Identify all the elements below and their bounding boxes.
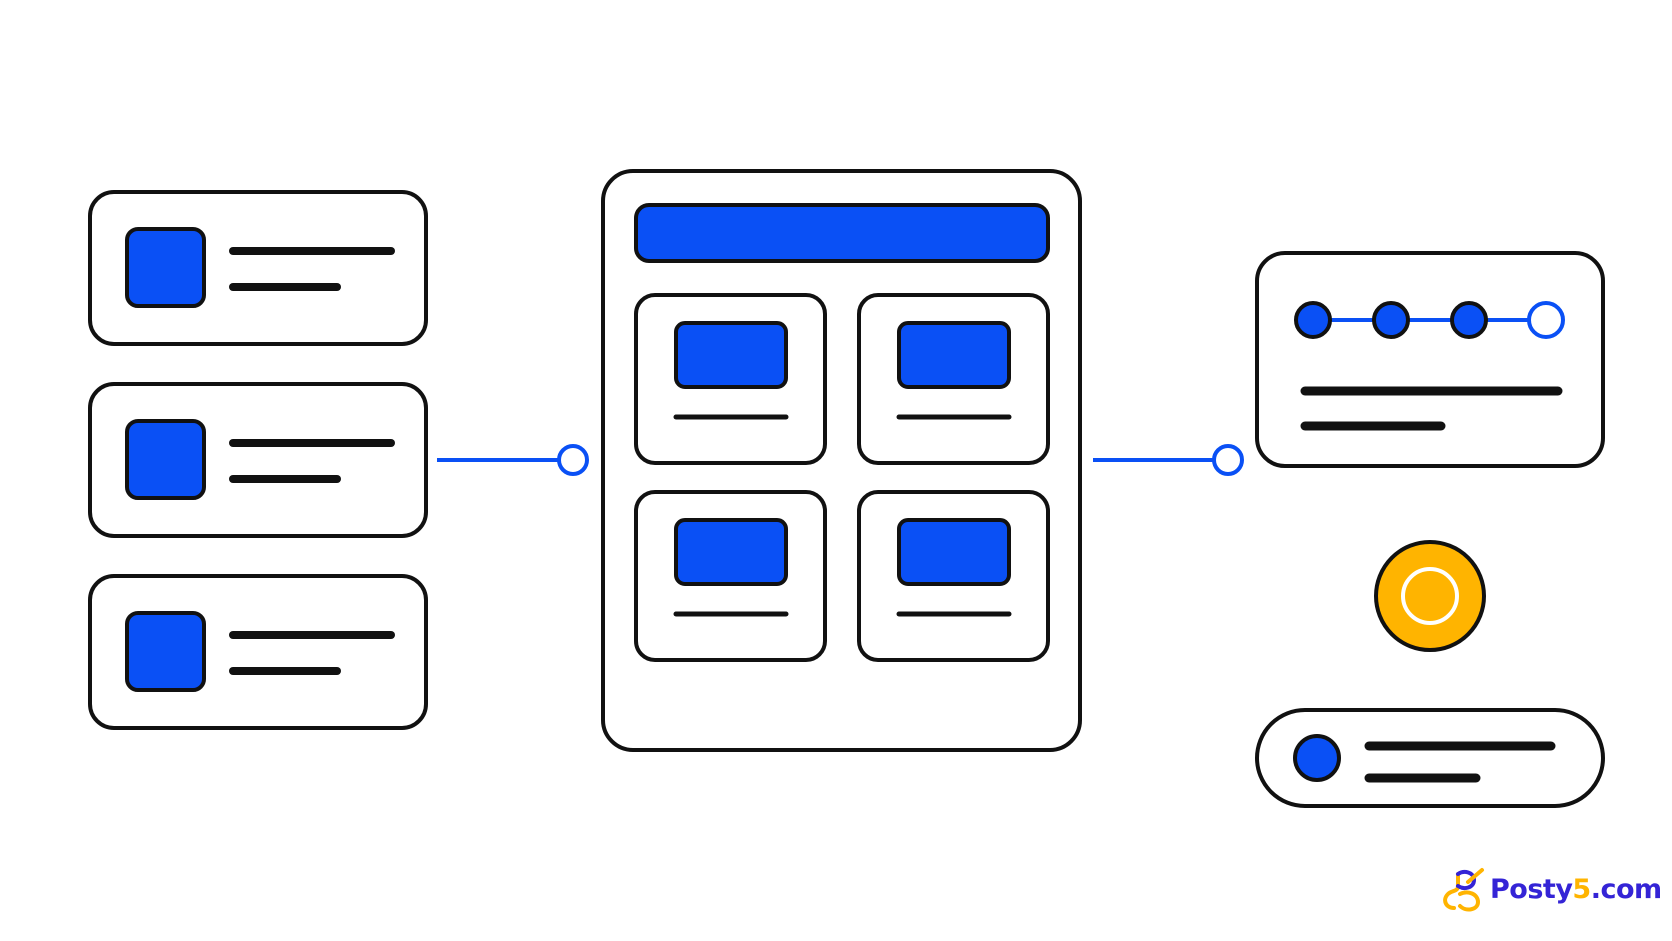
center-panel: [601, 169, 1082, 752]
status-badge: [1374, 540, 1486, 652]
progress-step-4-dot-icon: [1527, 301, 1565, 339]
right-connector-node: [1212, 444, 1244, 476]
center-panel-header-bar: [634, 203, 1050, 263]
logo-text-part-3: .com: [1590, 873, 1662, 905]
card-3-blue-square-icon: [125, 611, 206, 692]
yellow-radio-circle-icon: [1374, 540, 1486, 652]
card-1-blue-square-icon: [125, 227, 206, 308]
right-connector: [1093, 444, 1244, 476]
tile-2-blue-rect-icon: [897, 321, 1011, 389]
progress-step-2-dot-icon: [1372, 301, 1410, 339]
tile-3: [634, 490, 827, 662]
left-card-2: [88, 382, 428, 538]
tile-2: [857, 293, 1050, 465]
tile-1-blue-rect-icon: [674, 321, 788, 389]
progress-card: [1255, 251, 1605, 468]
left-connector-node: [557, 444, 589, 476]
progress-step-1-dot-icon: [1294, 301, 1332, 339]
left-connector: [437, 444, 589, 476]
posty5-logo-text: Posty5.com: [1490, 876, 1662, 903]
logo-text-part-1: Posty: [1490, 873, 1573, 905]
tile-3-blue-rect-icon: [674, 518, 788, 586]
card-2-blue-square-icon: [125, 419, 206, 500]
tile-4: [857, 490, 1050, 662]
tile-1: [634, 293, 827, 465]
posty5-logo-icon: [1443, 868, 1484, 912]
posty5-logo: Posty5.com: [1438, 864, 1662, 914]
tile-4-blue-rect-icon: [897, 518, 1011, 586]
pill-item: [1255, 708, 1605, 808]
badge-inner-ring: [1401, 567, 1459, 625]
progress-step-3-dot-icon: [1450, 301, 1488, 339]
logo-text-part-2: 5: [1572, 873, 1591, 905]
pill-blue-dot-icon: [1293, 734, 1341, 782]
left-card-3: [88, 574, 428, 730]
left-card-1: [88, 190, 428, 346]
